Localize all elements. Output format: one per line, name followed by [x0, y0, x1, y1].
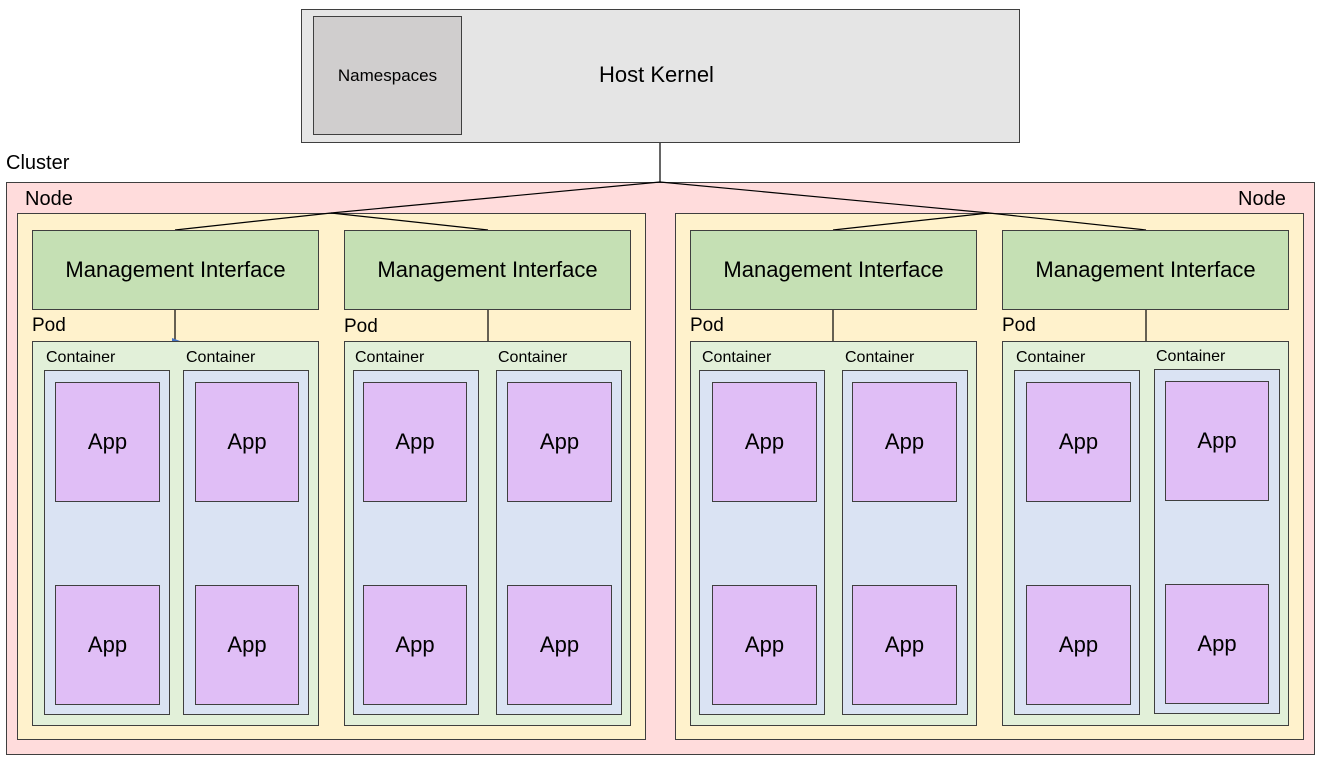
host-kernel-label: Host Kernel: [599, 62, 714, 87]
app-box: App: [712, 382, 817, 502]
pod-label: Pod: [32, 315, 66, 336]
container-label: Container: [1016, 349, 1086, 366]
pod-label: Pod: [690, 315, 724, 336]
management-interface: Management Interface: [32, 230, 319, 310]
container-label: Container: [46, 349, 116, 366]
app-box: App: [852, 585, 957, 705]
app-box: App: [195, 382, 299, 502]
management-interface: Management Interface: [1002, 230, 1289, 310]
app-box: App: [1026, 585, 1131, 705]
app-box: App: [195, 585, 299, 705]
node-label: Node: [1238, 188, 1286, 210]
container-label: Container: [498, 349, 568, 366]
cluster-label: Cluster: [6, 152, 70, 174]
app-box: App: [1165, 584, 1269, 704]
container-label: Container: [355, 349, 425, 366]
app-box: App: [1026, 382, 1131, 502]
container-label: Container: [845, 349, 915, 366]
pod-label: Pod: [344, 316, 378, 337]
app-box: App: [712, 585, 817, 705]
app-box: App: [55, 382, 160, 502]
container-label: Container: [1156, 348, 1226, 365]
container-label: Container: [702, 349, 772, 366]
app-box: App: [852, 382, 957, 502]
app-box: App: [363, 382, 467, 502]
app-box: App: [363, 585, 467, 705]
pod-label: Pod: [1002, 315, 1036, 336]
app-box: App: [55, 585, 160, 705]
management-interface: Management Interface: [690, 230, 977, 310]
app-box: App: [1165, 381, 1269, 501]
node-label: Node: [25, 188, 73, 210]
namespaces-box: Namespaces: [313, 16, 462, 135]
management-interface: Management Interface: [344, 230, 631, 310]
app-box: App: [507, 382, 612, 502]
container-label: Container: [186, 349, 256, 366]
app-box: App: [507, 585, 612, 705]
